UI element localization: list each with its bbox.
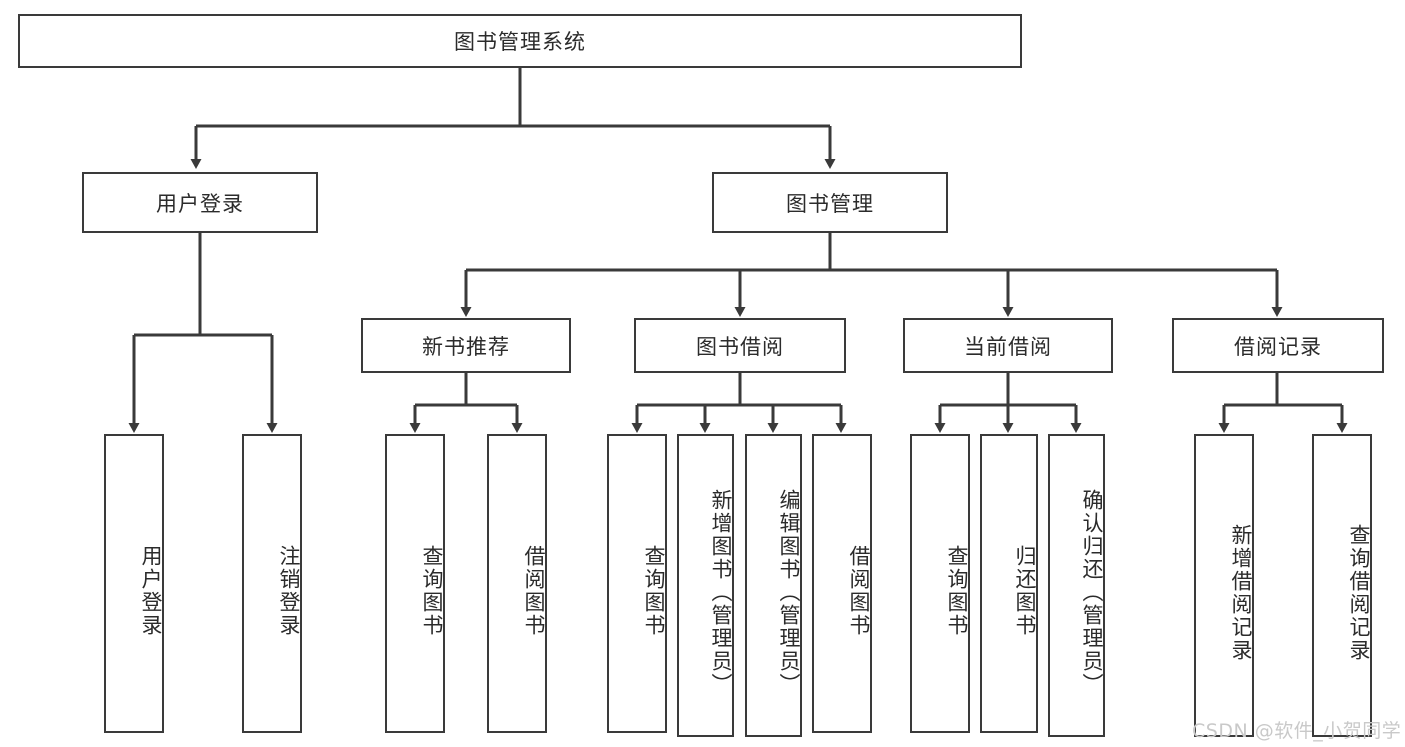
leaf-logout[interactable]: 注销登录 [242,434,302,733]
leaf-edit-book[interactable]: 编辑图书（管理员） [745,434,802,737]
leaf-label: 新增图书（管理员） [709,489,733,696]
leaf-label: 归还图书 [1013,544,1037,637]
node-current-borrow[interactable]: 当前借阅 [903,318,1113,373]
leaf-label: 查询借阅记录 [1347,523,1371,662]
leaf-label: 注销登录 [277,544,301,637]
node-new-book-recommend[interactable]: 新书推荐 [361,318,571,373]
node-book-borrow[interactable]: 图书借阅 [634,318,846,373]
leaf-user-login[interactable]: 用户登录 [104,434,164,733]
leaf-label: 查询图书 [945,544,969,637]
leaf-label: 新增借阅记录 [1229,523,1253,662]
leaf-query-book-3[interactable]: 查询图书 [910,434,970,733]
leaf-label: 用户登录 [139,544,163,637]
leaf-label: 编辑图书（管理员） [777,489,801,696]
leaf-label: 借阅图书 [522,544,546,637]
node-user-login[interactable]: 用户登录 [82,172,318,233]
leaf-query-record[interactable]: 查询借阅记录 [1312,434,1372,737]
leaf-label: 查询图书 [420,544,444,637]
leaf-query-book-1[interactable]: 查询图书 [385,434,445,733]
leaf-label: 确认归还（管理员） [1080,489,1104,696]
node-book-manage[interactable]: 图书管理 [712,172,948,233]
leaf-return-book[interactable]: 归还图书 [980,434,1038,733]
leaf-add-book[interactable]: 新增图书（管理员） [677,434,734,737]
leaf-label: 查询图书 [642,544,666,637]
leaf-confirm-return[interactable]: 确认归还（管理员） [1048,434,1105,737]
node-root[interactable]: 图书管理系统 [18,14,1022,68]
leaf-borrow-book-2[interactable]: 借阅图书 [812,434,872,733]
leaf-label: 借阅图书 [847,544,871,637]
leaf-borrow-book-1[interactable]: 借阅图书 [487,434,547,733]
leaf-query-book-2[interactable]: 查询图书 [607,434,667,733]
leaf-add-record[interactable]: 新增借阅记录 [1194,434,1254,737]
node-borrow-record[interactable]: 借阅记录 [1172,318,1384,373]
